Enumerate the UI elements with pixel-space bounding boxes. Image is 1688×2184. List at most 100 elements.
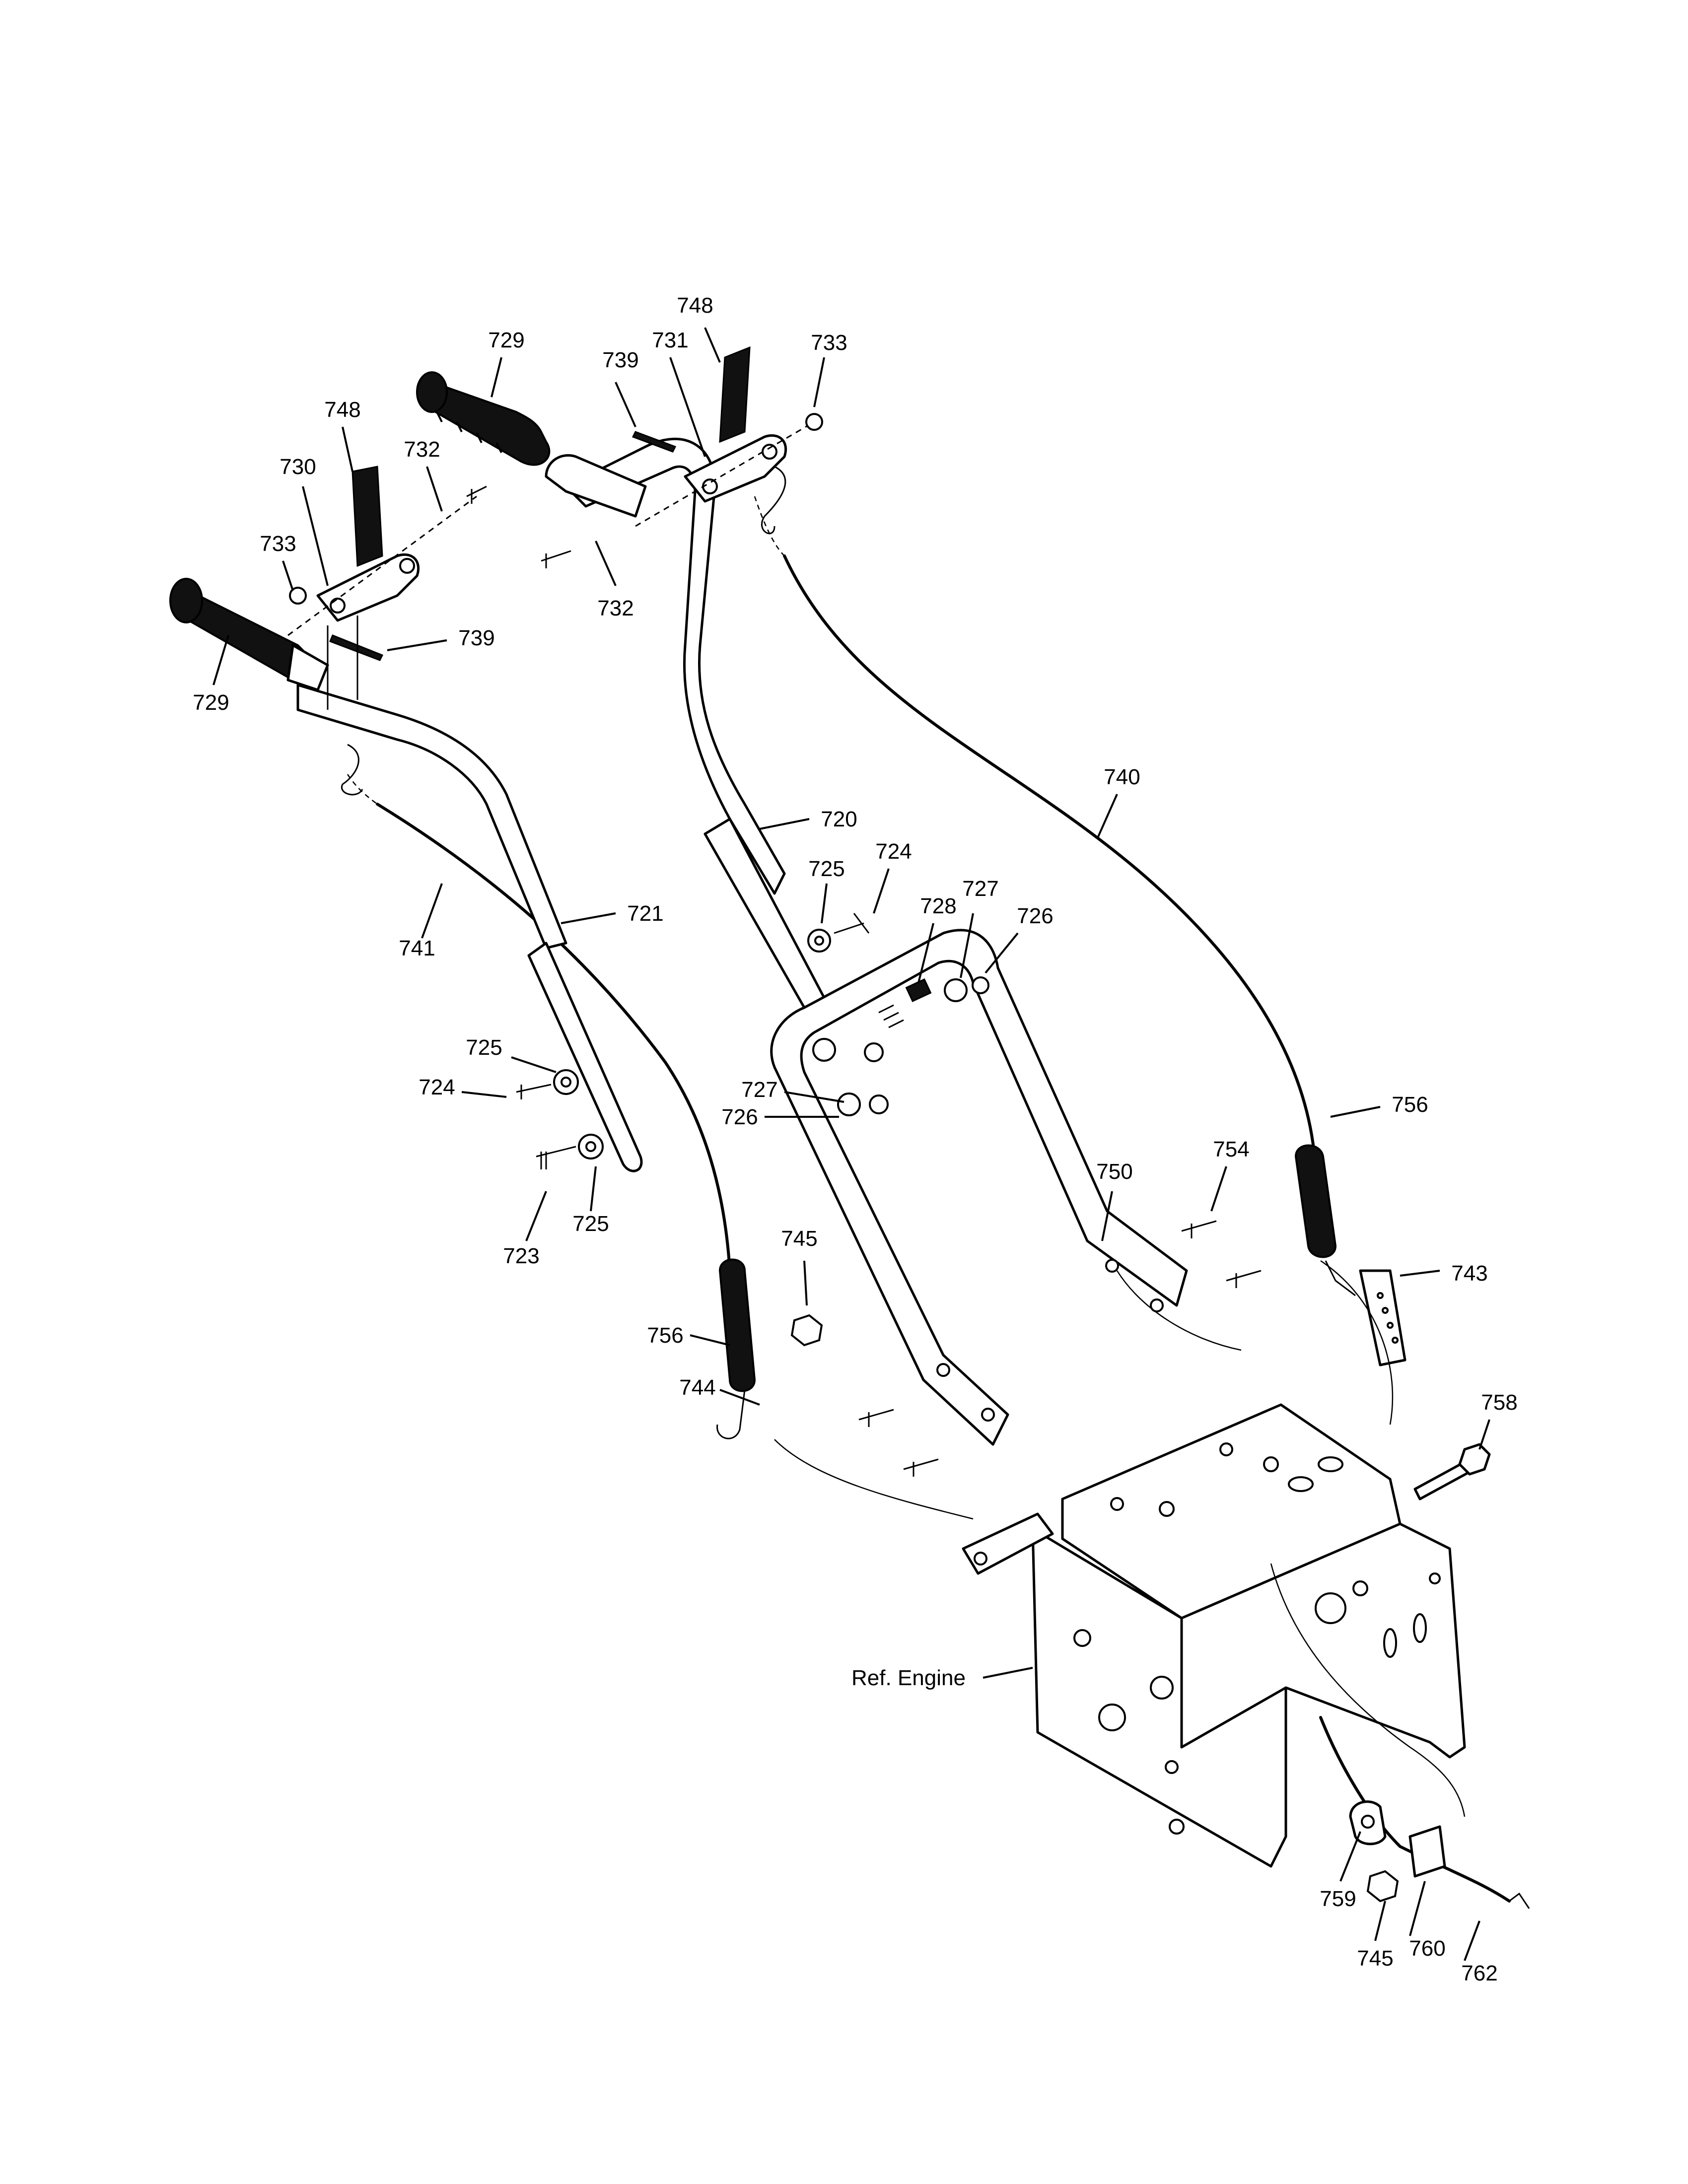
label-721: 721 <box>627 901 663 926</box>
washer-725-top-inner <box>814 936 824 946</box>
label-733-left: 733 <box>260 532 296 556</box>
bolt-lower-left-a <box>858 1409 894 1427</box>
bolt-758-head <box>1458 1443 1491 1476</box>
frame-bracket <box>774 1260 1466 1868</box>
leader-759 <box>1339 1831 1361 1882</box>
label-745-low: 745 <box>1357 1946 1393 1971</box>
label-759: 759 <box>1320 1887 1356 1911</box>
left-nut-733 <box>289 587 307 605</box>
springs <box>716 1144 1407 1439</box>
handle-tube-721 <box>296 683 567 950</box>
upper-handle-720 <box>564 437 826 1009</box>
nut-726-mid <box>864 1042 884 1062</box>
label-739-right: 739 <box>602 348 638 372</box>
label-ref-engine: Ref. Engine <box>851 1666 966 1690</box>
label-724-mid: 724 <box>419 1075 455 1099</box>
label-754: 754 <box>1213 1137 1249 1161</box>
front-hole-3 <box>1098 1704 1126 1731</box>
label-727-top: 727 <box>962 877 998 901</box>
leader-730 <box>302 486 329 586</box>
lower-handle-hole-4 <box>981 1408 995 1422</box>
right-side-plate <box>1180 1522 1466 1759</box>
washer-726-low <box>837 1092 861 1116</box>
leader-lines <box>212 327 1490 1961</box>
right-pivot-pin-dashed <box>635 421 815 527</box>
leader-723 <box>525 1191 547 1241</box>
bracket-link-curve-4 <box>1270 1563 1466 1817</box>
side-hole-3 <box>1429 1572 1441 1584</box>
leader-758 <box>1478 1419 1490 1450</box>
label-745-top: 745 <box>781 1227 817 1251</box>
part-labels: 748 729 739 731 733 748 730 732 733 732 … <box>193 293 1517 1985</box>
bolt-724-mid <box>516 1084 552 1099</box>
label-727-mid: 727 <box>741 1078 777 1102</box>
handle-lower-leg-721 <box>527 942 643 1172</box>
label-720: 720 <box>821 807 857 831</box>
label-729-left: 729 <box>193 690 229 715</box>
bracket-link-curve-1 <box>774 1439 974 1520</box>
label-731: 731 <box>652 328 688 352</box>
bracket-743 <box>1359 1269 1407 1366</box>
left-decal-739 <box>329 634 384 661</box>
leader-732-center <box>595 541 617 586</box>
lower-handle-hole-2 <box>1150 1298 1164 1312</box>
side-hole-2 <box>1352 1580 1368 1596</box>
hardware-cluster-left <box>516 1069 604 1169</box>
nut-726-low <box>869 1094 889 1114</box>
label-732-left: 732 <box>404 437 440 462</box>
leader-727-mid <box>784 1091 844 1103</box>
top-hole-2 <box>1159 1501 1175 1517</box>
spacer-728 <box>905 978 932 1003</box>
left-bracket-vertical <box>327 615 358 710</box>
washer-727-top <box>944 978 968 1002</box>
spring-728-threads <box>878 1004 904 1028</box>
nut-745-low <box>1366 1870 1399 1903</box>
leader-750 <box>1101 1191 1113 1241</box>
leader-733-right <box>813 357 825 408</box>
left-grip-assembly <box>169 578 329 691</box>
cable-740-upper-dashed <box>754 496 785 556</box>
left-grip-end <box>169 578 203 623</box>
bolt-758-assembly <box>1413 1443 1491 1501</box>
front-hole-4 <box>1165 1760 1179 1774</box>
bracket-743-hole-2 <box>1382 1307 1389 1314</box>
label-739-left: 739 <box>458 626 494 650</box>
leader-739-right <box>615 382 636 427</box>
leader-731 <box>669 357 706 457</box>
cable-741 <box>376 803 731 1272</box>
leader-748-right <box>704 327 721 363</box>
leader-754 <box>1210 1166 1227 1212</box>
leader-725-low <box>590 1166 597 1212</box>
right-grip-end <box>416 371 448 413</box>
leader-732-left <box>426 466 443 512</box>
right-grip-assembly <box>416 371 647 518</box>
label-741: 741 <box>399 936 435 960</box>
leader-729-left <box>212 635 229 685</box>
side-hole-1 <box>1315 1592 1346 1624</box>
spring-756-left <box>718 1258 756 1392</box>
left-bracket-hole <box>330 598 346 614</box>
bolt-723 <box>536 1146 576 1169</box>
bolt-754-a <box>1181 1220 1217 1238</box>
washer-727-mid <box>812 1038 836 1062</box>
right-decal-739 <box>632 431 677 453</box>
label-740: 740 <box>1104 765 1140 789</box>
leader-733-left <box>282 560 294 591</box>
label-748-left: 748 <box>324 398 360 422</box>
label-730: 730 <box>280 455 316 479</box>
label-750: 750 <box>1096 1160 1132 1184</box>
label-725-top: 725 <box>808 857 844 881</box>
hardware-cluster-upper <box>807 913 989 1116</box>
label-760: 760 <box>1409 1936 1445 1961</box>
side-slot-2 <box>1413 1613 1427 1643</box>
right-bracket-hole-2 <box>762 444 777 460</box>
lower-handle-hole-3 <box>936 1363 950 1377</box>
cable-741-upper-dashed <box>347 774 378 805</box>
clamp-759-center <box>1361 1815 1375 1829</box>
leader-724-top <box>873 868 890 914</box>
top-hole-4 <box>1263 1456 1279 1472</box>
label-726-top: 726 <box>1017 904 1053 928</box>
washer-725-low-inner <box>585 1141 596 1152</box>
leader-762 <box>1464 1920 1480 1961</box>
